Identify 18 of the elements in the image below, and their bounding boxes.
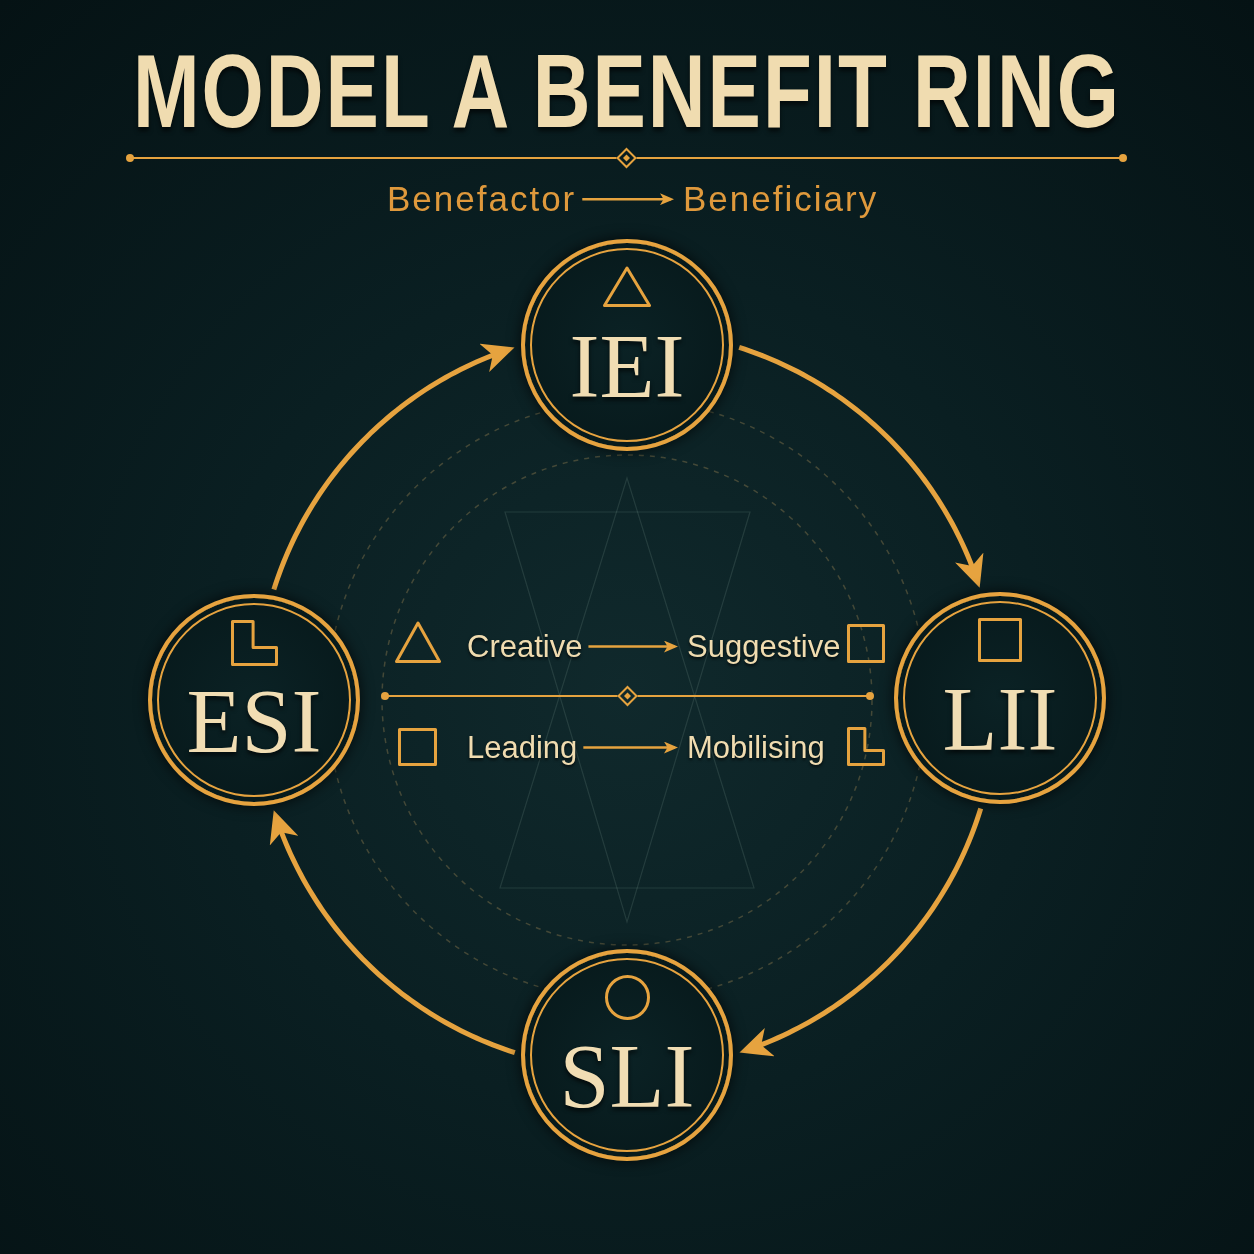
function-label: Mobilising	[687, 729, 825, 767]
node-label: IEI	[569, 322, 685, 412]
arrow	[582, 193, 674, 206]
function-label: Creative	[467, 628, 583, 666]
arrow	[738, 345, 984, 588]
title: MODEL A BENEFIT RING	[132, 40, 1122, 144]
function-label: Leading	[467, 729, 578, 767]
arrow	[739, 807, 984, 1057]
subtitle-label: Beneficiary	[683, 179, 879, 220]
arrow	[583, 741, 678, 754]
node-label: ESI	[186, 677, 322, 767]
arrow	[271, 343, 515, 591]
node-label: SLI	[559, 1032, 695, 1122]
function-label: Suggestive	[687, 628, 841, 666]
node-label: LII	[942, 675, 1058, 765]
arrow	[588, 640, 678, 653]
subtitle-label: Benefactor	[387, 179, 577, 220]
arrow	[269, 810, 516, 1055]
